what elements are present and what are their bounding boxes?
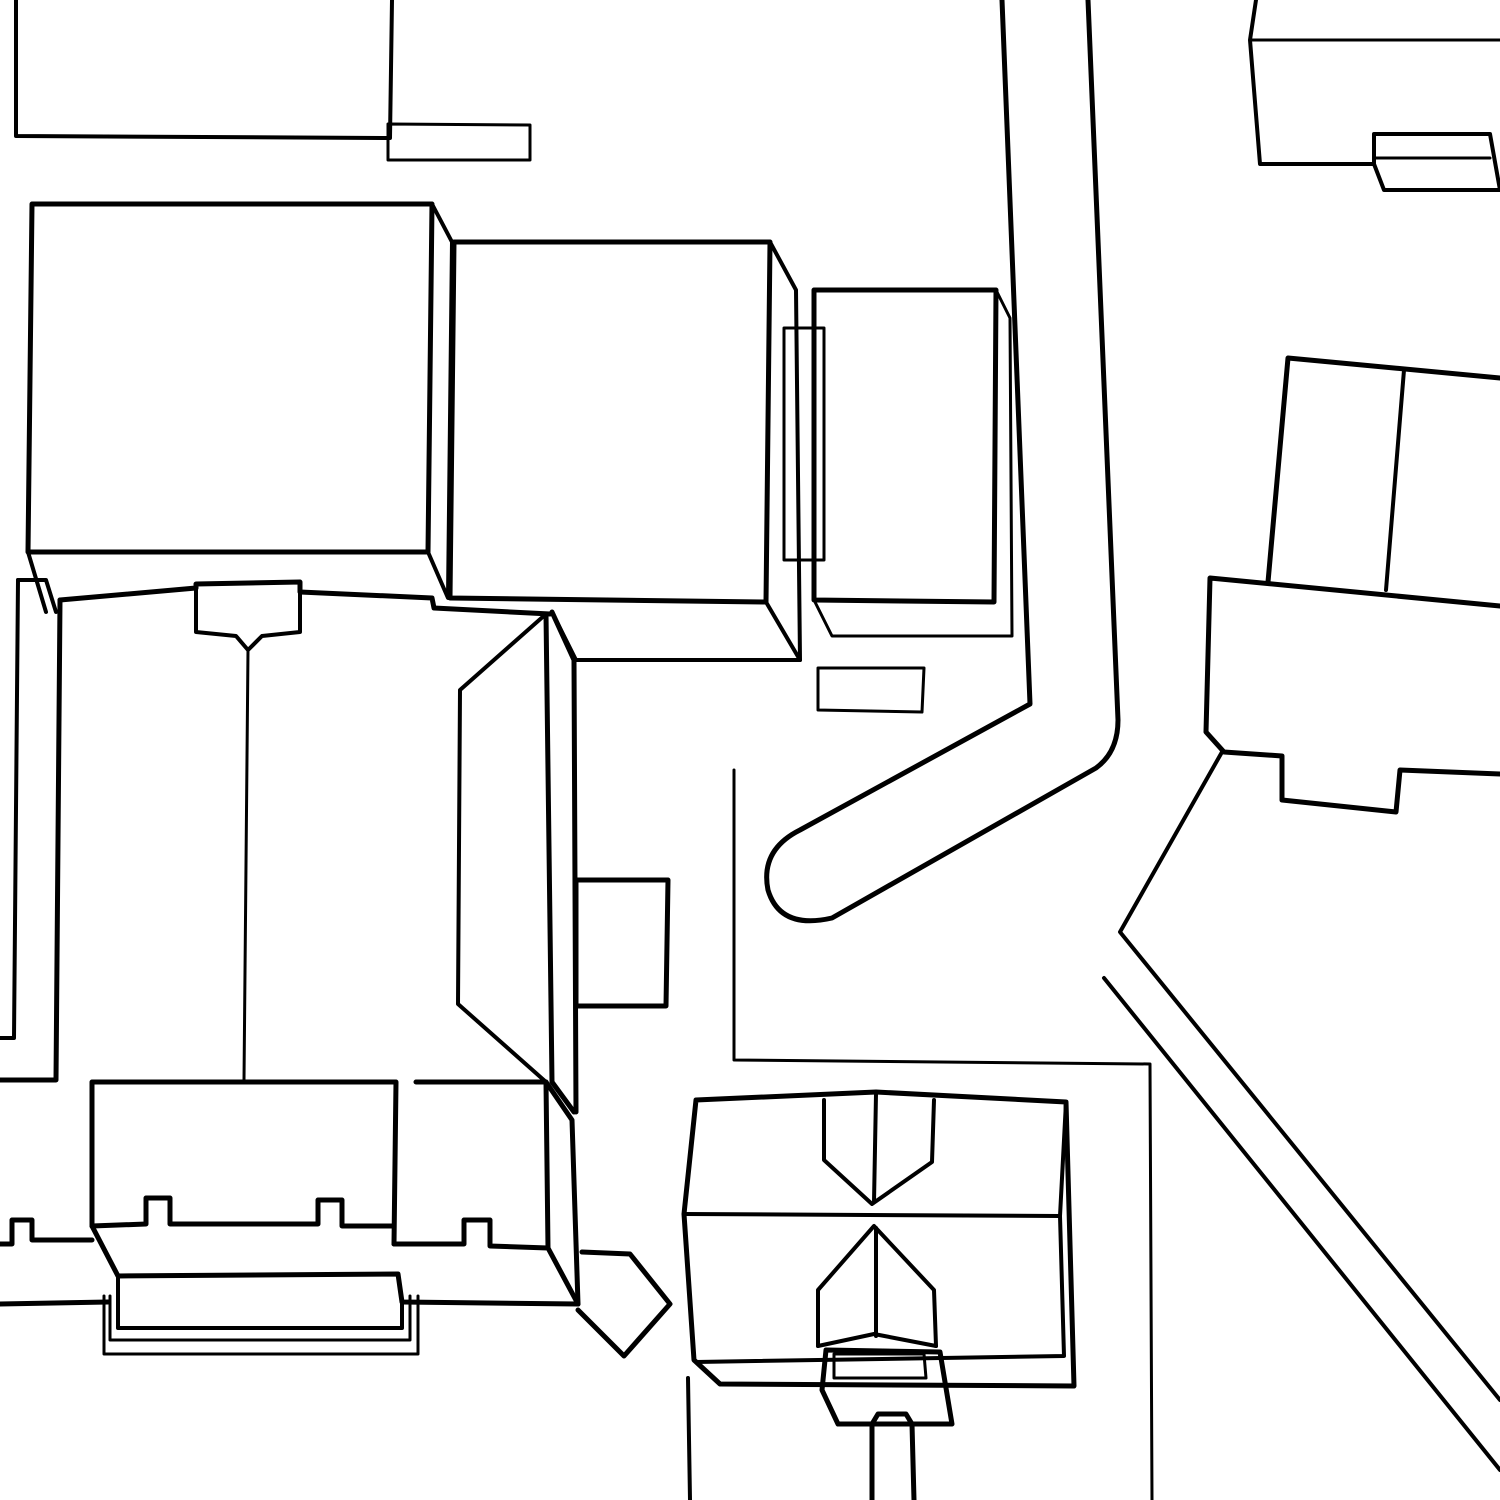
building-top-left <box>14 0 532 162</box>
building-south-house <box>681 1089 1077 1500</box>
building-east-wing <box>456 609 671 1115</box>
building-narrow-east <box>811 287 1014 714</box>
building-large-upper-left <box>25 201 454 614</box>
road-driveway-curve <box>764 0 1121 924</box>
building-south-courtyard <box>0 1079 673 1359</box>
building-top-right <box>1248 0 1500 192</box>
road-edges <box>686 750 1500 1500</box>
building-central-block <box>447 239 826 662</box>
building-east <box>1203 355 1500 815</box>
building-long-hall <box>0 578 553 1083</box>
